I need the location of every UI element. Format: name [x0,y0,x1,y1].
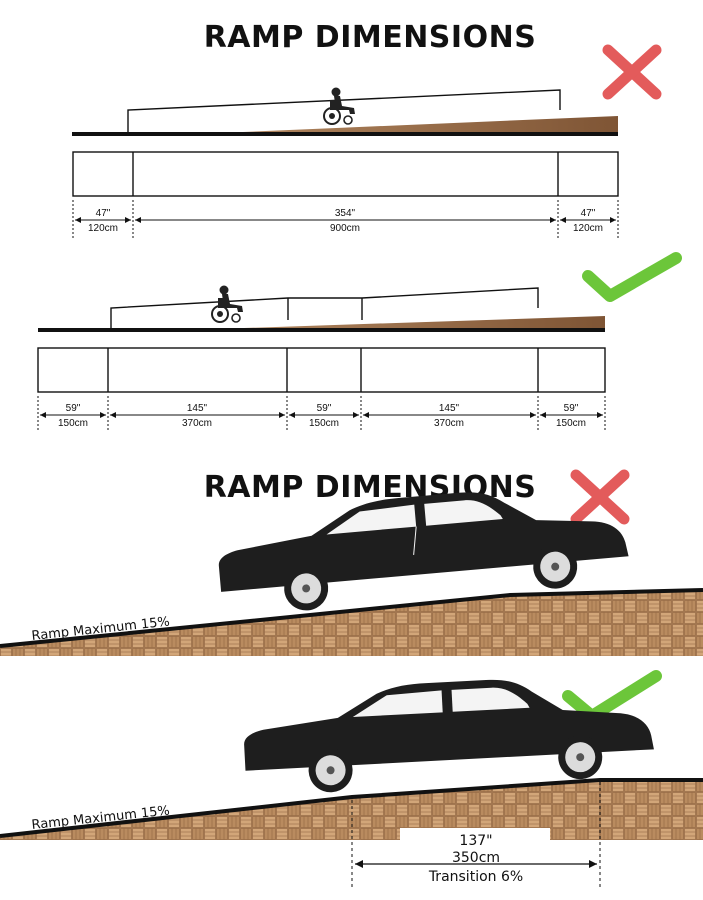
bad-seg2-in: 354" [335,208,356,219]
cross-icon [602,44,662,100]
good-seg2-in: 145" [187,403,208,414]
check-icon [582,252,682,302]
bad-seg1-in: 47" [96,208,111,219]
good-car-ramp [0,778,703,840]
bad-dim-arrows [75,217,616,223]
good-seg1-in: 59" [66,403,81,414]
bad-seg2-cm: 900cm [330,223,360,234]
car-icon [244,679,654,793]
wheelchair-user-icon [323,87,355,125]
good-ramp-profile [38,287,605,332]
bad-seg1-cm: 120cm [88,223,118,234]
good-ramp-dimensions [37,396,606,432]
top-title: RAMP DIMENSIONS [204,20,537,55]
good-seg5-in: 59" [564,403,579,414]
good-seg1-cm: 150cm [58,418,88,429]
cross-icon [570,469,630,525]
good-seg3-in: 59" [317,403,332,414]
good-seg5-cm: 150cm [556,418,586,429]
transition-cm: 350cm [452,850,500,866]
bad-ramp-profile [72,89,618,136]
wheelchair-user-icon [211,285,243,323]
bad-seg3-cm: 120cm [573,223,603,234]
good-ramp-plan [37,347,606,393]
good-dim-arrows [40,412,603,418]
good-seg4-in: 145" [439,403,460,414]
car-icon [218,492,629,611]
good-seg4-cm: 370cm [434,418,464,429]
transition-label: Transition 6% [428,869,523,885]
good-seg3-cm: 150cm [309,418,339,429]
bad-seg3-in: 47" [581,208,596,219]
check-icon [562,670,662,722]
bad-car-ramp [0,588,703,656]
transition-inches: 137" [459,833,492,849]
bad-ramp-plan [72,151,619,197]
transition-dimension [351,782,601,888]
good-seg2-cm: 370cm [182,418,212,429]
